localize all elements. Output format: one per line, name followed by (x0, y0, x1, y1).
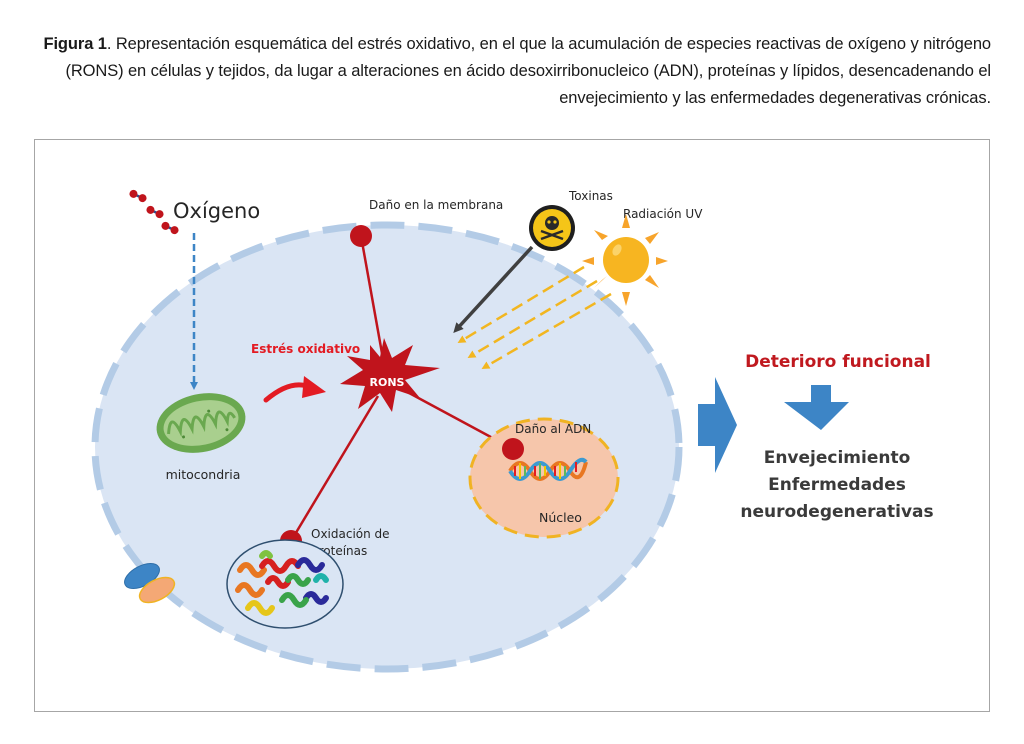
skull-crossbones-icon (529, 205, 575, 251)
uv-label: Radiación UV (623, 207, 703, 221)
outcome-diseases-line1: Enfermedades (768, 475, 906, 495)
figure-caption: Figura 1. Representación esquemática del… (31, 31, 991, 112)
dna-damage-label: Daño al ADN (515, 422, 591, 436)
mitochondria-icon (156, 393, 246, 453)
curved-red-arrow (263, 376, 326, 403)
outcome-diseases-line2: neurodegenerativas (740, 502, 933, 522)
oxidative-stress-label: Estrés oxidativo (251, 342, 360, 356)
cell-membrane (91, 221, 683, 673)
rons-label: RONS (370, 376, 405, 389)
membrane-damage-label: Daño en la membrana (369, 198, 503, 212)
dna-helix-icon (508, 457, 588, 481)
toxins-arrow (453, 245, 534, 333)
figure-label: Figura 1 (43, 35, 107, 53)
dna-damage-dot (502, 438, 524, 460)
protein-oxidation-label-line1: Oxidación de (311, 527, 390, 541)
sun-icon (582, 214, 668, 306)
rons-burst-icon (340, 338, 440, 412)
membrane-damage-dot (350, 225, 372, 247)
oxygen-label: Oxígeno (173, 199, 260, 223)
membrane-damage-line (359, 235, 387, 371)
mitochondria-label: mitocondria (166, 467, 241, 482)
outcome-arrow-down (784, 385, 849, 430)
outcome-aging: Envejecimiento (764, 448, 911, 468)
protein-structure-icon (226, 539, 344, 629)
caption-text: . Representación esquemática del estrés … (65, 35, 991, 107)
uv-ray-arrows (457, 265, 612, 370)
membrane-channel-icon (124, 562, 176, 604)
toxins-label: Toxinas (568, 189, 613, 203)
outcome-title: Deterioro funcional (745, 352, 931, 372)
outcome-arrow-right (698, 377, 737, 473)
protein-damage-line (289, 395, 380, 542)
nucleus-label: Núcleo (539, 510, 582, 525)
oxygen-molecule-icon (129, 189, 179, 235)
